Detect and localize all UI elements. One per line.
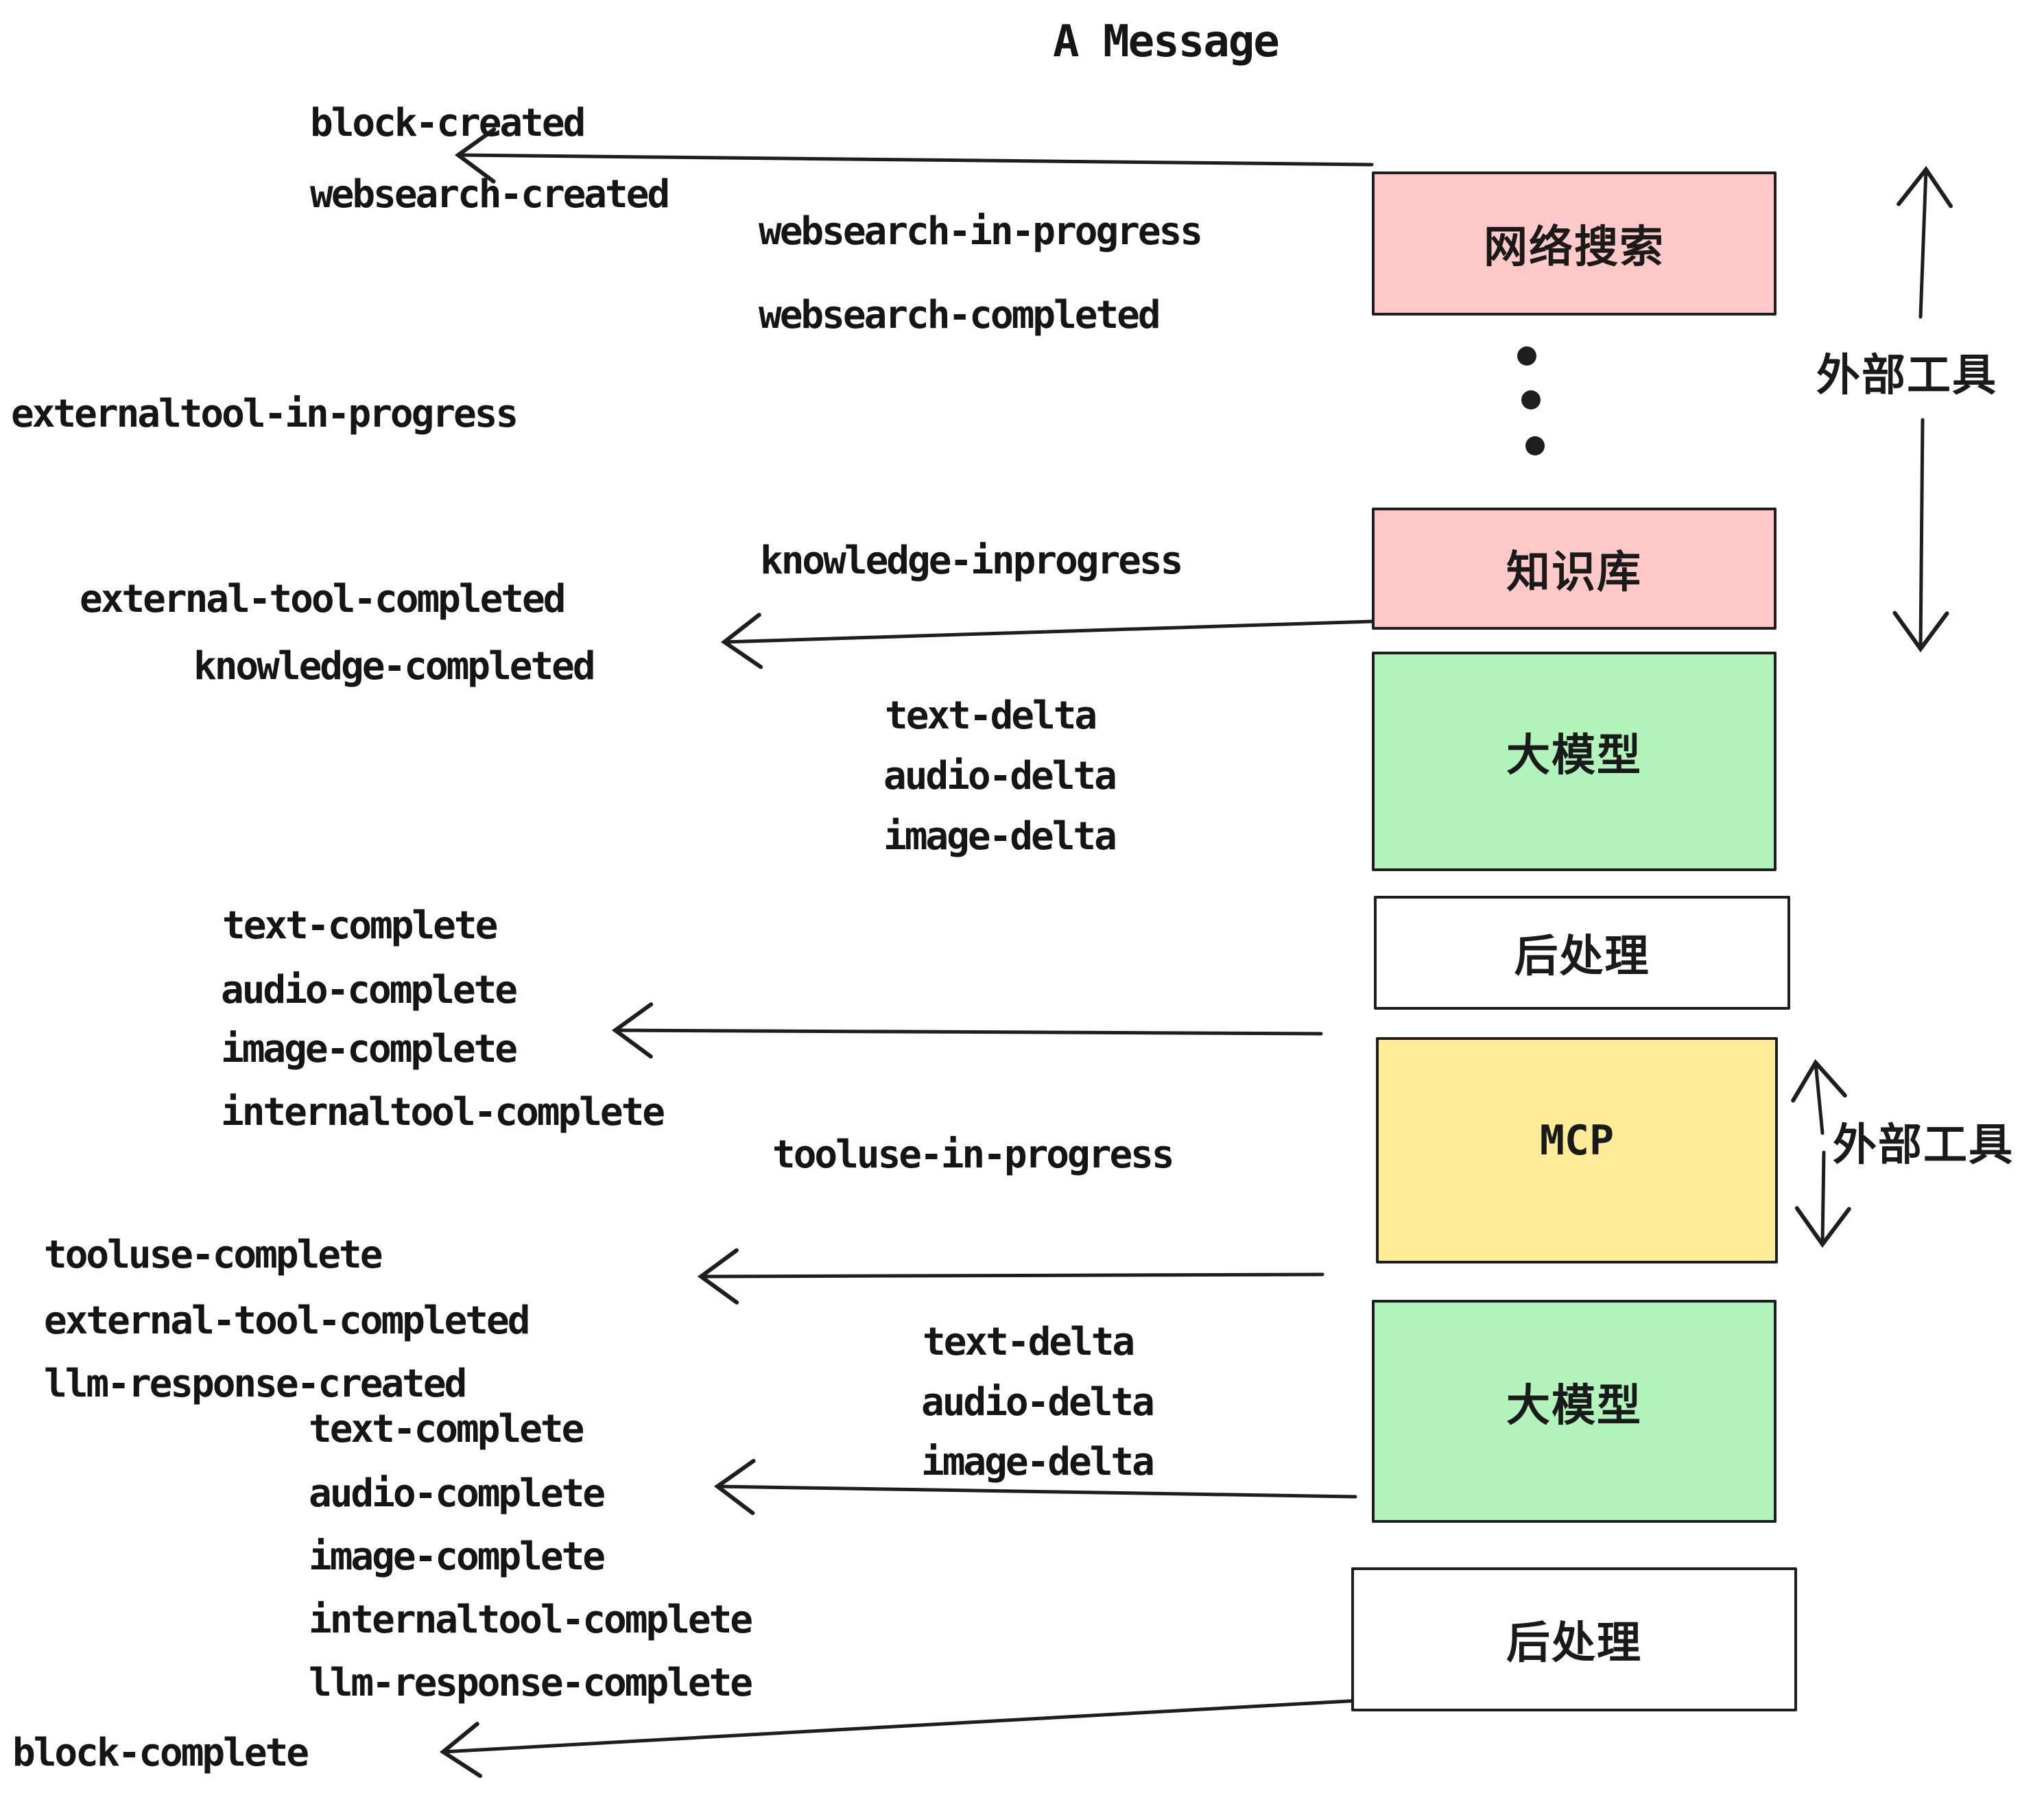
box-websearch-label: 网络搜索	[1484, 222, 1665, 273]
event-llm-response-complete: llm-response-complete	[309, 1661, 753, 1705]
event-externaltool-in-progress: externaltool-in-progress	[11, 392, 519, 436]
event-block-created: block-created	[310, 101, 586, 145]
event-image-delta-1: image-delta	[883, 814, 1117, 859]
event-image-complete-2: image-complete	[309, 1534, 606, 1579]
box-post-top: 后处理	[1374, 896, 1790, 1010]
arrow-mcp-to-tooluse-complete	[697, 1248, 1324, 1305]
event-image-delta-2: image-delta	[921, 1440, 1155, 1484]
box-llm-bottom: 大模型	[1372, 1300, 1776, 1523]
event-text-delta-2: text-delta	[923, 1320, 1135, 1364]
arrow-llm-to-audio-complete	[713, 1458, 1357, 1515]
external-tools-bottom-label: 外部工具	[1833, 1120, 2014, 1171]
box-post-bottom-label: 后处理	[1506, 1618, 1642, 1669]
external-tools-top-label: 外部工具	[1816, 351, 1997, 401]
event-tooluse-complete: tooluse-complete	[44, 1233, 383, 1277]
event-websearch-completed: websearch-completed	[759, 293, 1161, 337]
event-llm-response-created: llm-response-created	[44, 1362, 467, 1406]
event-audio-complete-2: audio-complete	[309, 1471, 606, 1516]
event-external-tool-completed-1: external-tool-completed	[80, 577, 566, 621]
event-internaltool-complete-1: internaltool-complete	[221, 1090, 665, 1135]
arrow-post-to-block-complete	[439, 1698, 1375, 1779]
event-knowledge-completed: knowledge-completed	[193, 644, 596, 689]
external-tools-top-down-arrow	[1892, 418, 1949, 653]
event-text-delta-1: text-delta	[885, 693, 1097, 738]
ellipsis-dots	[1517, 346, 1545, 455]
event-audio-delta-1: audio-delta	[883, 754, 1117, 798]
box-llm-bottom-label: 大模型	[1506, 1380, 1642, 1432]
event-text-complete-1: text-complete	[222, 903, 498, 948]
event-internaltool-complete-2: internaltool-complete	[309, 1598, 753, 1642]
arrow-knowledge-to-knowledge-completed	[720, 613, 1374, 669]
event-block-complete: block-complete	[12, 1731, 309, 1775]
event-audio-complete-1: audio-complete	[221, 968, 518, 1012]
event-websearch-in-progress: websearch-in-progress	[759, 209, 1203, 254]
box-mcp-label: MCP	[1539, 1117, 1615, 1165]
box-llm-top-label: 大模型	[1506, 731, 1642, 781]
box-websearch: 网络搜索	[1372, 171, 1776, 316]
box-post-top-label: 后处理	[1514, 931, 1650, 982]
box-post-bottom: 后处理	[1351, 1567, 1797, 1711]
box-knowledge-label: 知识库	[1506, 547, 1642, 598]
external-tools-top-up-arrow	[1897, 165, 1953, 319]
event-image-complete-1: image-complete	[221, 1027, 518, 1071]
event-external-tool-completed-2: external-tool-completed	[44, 1298, 530, 1343]
diagram-title: A Message	[1053, 16, 1280, 67]
arrow-websearch-to-block-created	[454, 127, 1374, 184]
event-knowledge-inprogress: knowledge-inprogress	[760, 538, 1183, 583]
box-mcp: MCP	[1376, 1037, 1778, 1263]
event-audio-delta-2: audio-delta	[921, 1380, 1155, 1425]
external-tools-bottom-down-arrow	[1794, 1150, 1851, 1248]
box-llm-top: 大模型	[1372, 652, 1776, 871]
arrow-to-image-complete	[611, 1002, 1323, 1059]
external-tools-bottom-up-arrow	[1791, 1058, 1847, 1135]
box-knowledge: 知识库	[1372, 508, 1776, 630]
event-websearch-created: websearch-created	[310, 172, 670, 217]
event-tooluse-in-progress: tooluse-in-progress	[772, 1132, 1175, 1177]
event-text-complete-2: text-complete	[309, 1407, 584, 1451]
